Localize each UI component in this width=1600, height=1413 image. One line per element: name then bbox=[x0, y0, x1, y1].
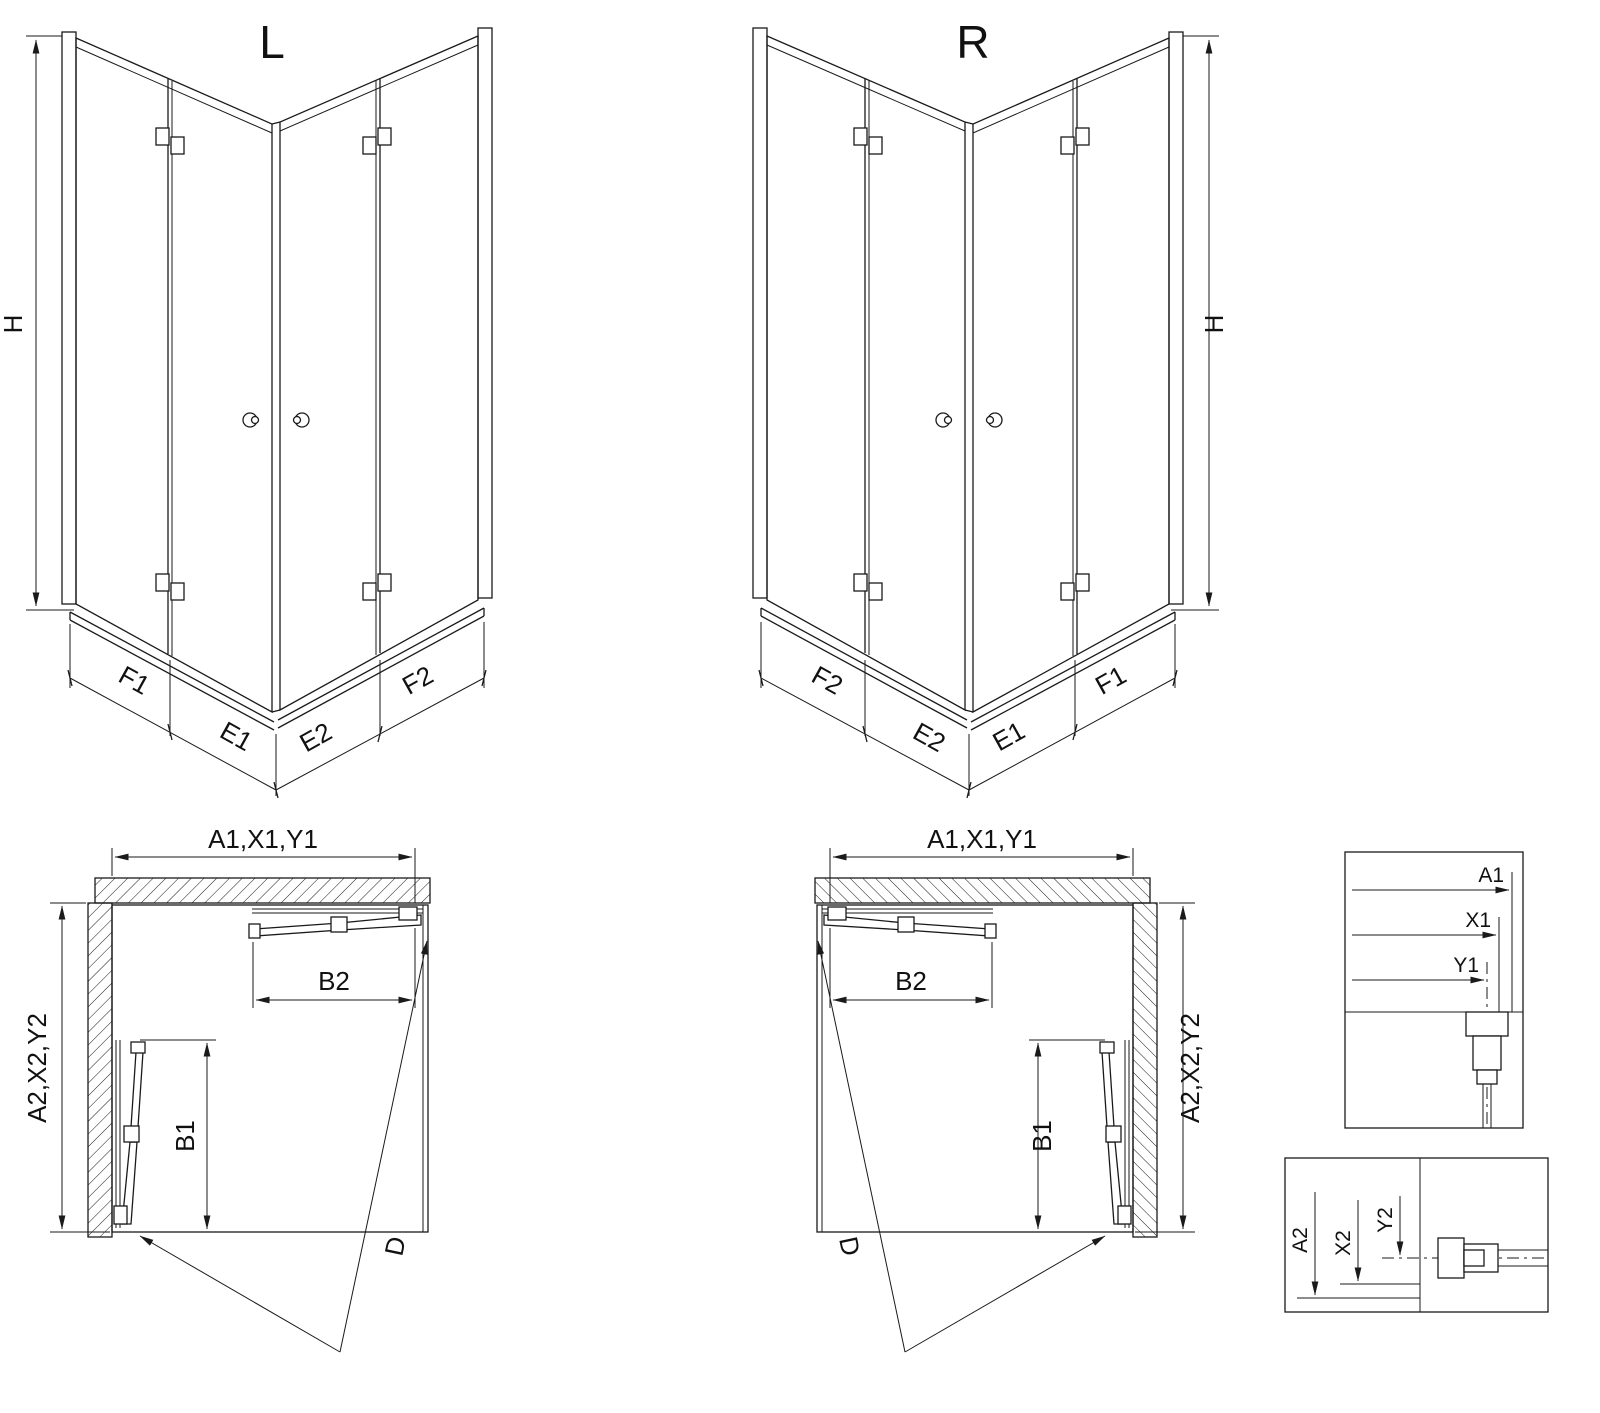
plan-left-diag-dim: D bbox=[379, 1234, 412, 1259]
diagram-labels: L H F1 E1 E2 F2 R H F2 E2 E1 F1 A1,X1,Y1… bbox=[0, 16, 1504, 1258]
plan-view-left-geometry bbox=[50, 848, 430, 1352]
view-left-height-label: H bbox=[0, 315, 28, 334]
plan-right-side-dim: A2,X2,Y2 bbox=[1175, 1013, 1205, 1123]
view-left-dim-e1: E1 bbox=[215, 715, 257, 757]
plan-right-top-dim: A1,X1,Y1 bbox=[927, 824, 1037, 854]
detail-bottom-x2: X2 bbox=[1332, 1230, 1355, 1256]
view-right-dim-f2: F2 bbox=[807, 660, 848, 701]
detail-bottom-a2: A2 bbox=[1289, 1227, 1312, 1253]
plan-view-right-geometry bbox=[815, 848, 1195, 1352]
plan-right-b2-dim: B2 bbox=[895, 966, 927, 996]
detail-bottom-y2: Y2 bbox=[1374, 1207, 1397, 1233]
view-left-dim-e2: E2 bbox=[294, 716, 336, 758]
detail-view-top bbox=[1344, 851, 1524, 1129]
plan-right-diag-dim: D bbox=[833, 1234, 866, 1259]
view-right-height-label: H bbox=[1199, 315, 1229, 334]
plan-left-b1-dim: B1 bbox=[170, 1120, 200, 1152]
detail-top-y1: Y1 bbox=[1453, 954, 1479, 977]
view-right-dim-e2: E2 bbox=[908, 716, 950, 758]
plan-left-top-dim: A1,X1,Y1 bbox=[208, 824, 318, 854]
view-right-title: R bbox=[956, 16, 989, 68]
view-right-dim-f1: F1 bbox=[1090, 660, 1131, 701]
view-left-title: L bbox=[259, 16, 285, 68]
detail-top-a1: A1 bbox=[1478, 864, 1504, 887]
plan-left-side-dim: A2,X2,Y2 bbox=[22, 1013, 52, 1123]
view-left-dim-f1: F1 bbox=[114, 660, 155, 701]
detail-top-x1: X1 bbox=[1465, 909, 1491, 932]
plan-left-b2-dim: B2 bbox=[318, 966, 350, 996]
view-right-dim-e1: E1 bbox=[987, 715, 1029, 757]
plan-right-b1-dim: B1 bbox=[1027, 1120, 1057, 1152]
view-left-dim-f2: F2 bbox=[397, 660, 438, 701]
detail-view-bottom bbox=[1284, 1157, 1549, 1313]
